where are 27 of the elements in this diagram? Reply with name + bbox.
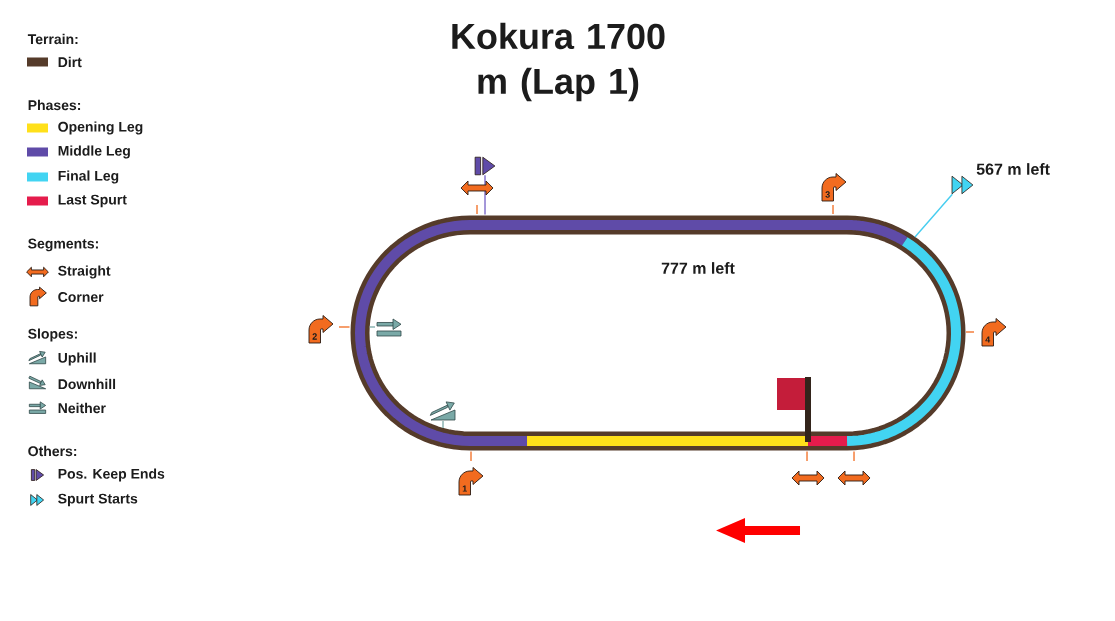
fast-forward-icon — [951, 175, 974, 195]
corner-number: 4 — [985, 336, 991, 343]
legend-label: Neither — [58, 402, 106, 414]
legend-label: Opening Leg — [58, 121, 143, 135]
marker-icon — [474, 156, 496, 176]
legend-label: Uphill — [58, 352, 96, 366]
legend-label: Corner — [58, 292, 104, 302]
legend-label: Final Leg — [58, 170, 119, 184]
corner-number: 2 — [312, 333, 317, 340]
legend-heading: Phases: — [28, 99, 81, 111]
leader-line — [914, 193, 953, 238]
legend-label: Last Spurt — [58, 194, 127, 208]
corner-number: 3 — [825, 191, 830, 198]
corner-number: 1 — [462, 485, 467, 492]
legend-label: Middle Leg — [58, 145, 130, 159]
legend-label: Spurt Starts — [58, 493, 138, 507]
distance-label: 567 m left — [976, 163, 1050, 175]
title: Kokura 1700 m (Lap 1) — [452, 22, 665, 102]
legend-heading: Segments: — [28, 238, 98, 252]
legend-label: Pos. Keep Ends — [58, 468, 165, 482]
legend-heading: Slopes: — [28, 328, 77, 342]
distance-label: 777 m left — [661, 262, 735, 274]
legend-heading: Terrain: — [27, 33, 78, 45]
legend-label: Straight — [58, 265, 111, 279]
legend-label: Dirt — [58, 56, 82, 68]
legend-label: Downhill — [58, 378, 116, 390]
legend-heading: Others: — [28, 445, 77, 457]
